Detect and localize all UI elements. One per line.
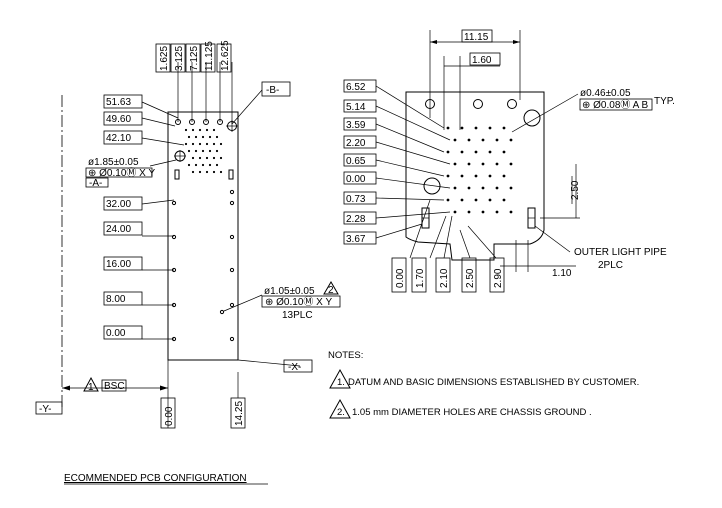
right-hole <box>425 99 435 109</box>
right-left-dim: 2.20 <box>346 138 366 149</box>
right-bottom-dim: 1.70 <box>415 268 426 288</box>
top-dim-label: 1.625 <box>159 46 170 71</box>
bottom-dim-label: 14.25 <box>234 401 245 426</box>
mount-hole <box>189 119 195 125</box>
mount-hole <box>217 119 223 125</box>
right-left-dim: 0.65 <box>346 156 366 167</box>
notes: NOTES: 1. DATUM AND BASIC DIMENSIONS EST… <box>328 350 639 419</box>
left-dim-label: 24.00 <box>106 224 131 235</box>
chassis-holes <box>171 189 235 342</box>
left-dim-label: 42.10 <box>106 133 131 144</box>
basic-label: BSC <box>104 381 125 392</box>
left-dim-label: 51.63 <box>106 97 131 108</box>
right-top-dim: 1.60 <box>472 55 492 66</box>
datum-y-label: -Y- <box>39 404 51 415</box>
top-dim-label: 7.125 <box>189 46 200 71</box>
bottom-dim-label: 0.00 <box>164 406 175 426</box>
basic-note-num: 1 <box>88 382 94 393</box>
right-left-dim: 6.52 <box>346 82 366 93</box>
right-hole <box>473 99 483 109</box>
right-big-hole <box>523 109 541 127</box>
mount-hole <box>203 119 209 125</box>
top-dim-label: 3.125 <box>174 46 185 71</box>
right-hole-dim: ø0.46±0.05 <box>580 88 631 99</box>
hole-a-fcf: ⊕ Ø0.10Ⓜ X Y <box>88 167 155 179</box>
right-pin-grid <box>446 126 513 214</box>
datum-x-label: -X- <box>288 362 301 373</box>
top-dim-label: 12.625 <box>220 40 231 71</box>
drawing-caption: ECOMMENDED PCB CONFIGURATION <box>64 473 247 484</box>
left-dim-label: 0.00 <box>106 328 126 339</box>
right-hole <box>507 99 517 109</box>
hole-b-dim: ø1.05±0.05 <box>264 286 315 297</box>
right-left-dim: 0.73 <box>346 194 366 205</box>
left-pin-grid <box>184 128 223 174</box>
left-dim-label: 32.00 <box>106 199 131 210</box>
light-pipe-pad <box>228 169 234 180</box>
notes-header: NOTES: <box>328 350 363 361</box>
right-board-outline <box>405 91 545 261</box>
right-left-dims: 6.52 5.14 3.59 2.20 0.65 0.00 0.73 2.28 <box>343 79 451 245</box>
note-num: 1. <box>337 377 345 388</box>
right-bottom-dim: 2.90 <box>493 268 504 288</box>
left-dim-labels: 51.63 49.60 42.10 32.00 24.00 16.00 8.00… <box>103 94 185 340</box>
mount-hole <box>175 119 181 125</box>
left-dim-label: 8.00 <box>106 294 126 305</box>
left-dim-label: 49.60 <box>106 114 131 125</box>
right-bottom-right-dim: 1.10 <box>552 268 572 279</box>
light-pipe-label: OUTER LIGHT PIPE <box>574 247 667 258</box>
left-board-outline <box>167 111 239 361</box>
hole-b-note: 2 <box>328 285 334 296</box>
hole-a-dim: ø1.85±0.05 <box>88 157 139 168</box>
right-left-dim: 2.28 <box>346 214 366 225</box>
left-dim-label: 16.00 <box>106 259 131 270</box>
right-mid-hole <box>423 177 441 195</box>
right-left-dim: 3.59 <box>346 120 366 131</box>
right-left-dim: 3.67 <box>346 234 366 245</box>
right-top-dim: 11.15 <box>464 32 489 43</box>
datum-a-label: -A- <box>89 178 102 189</box>
hole-b-count: 13PLC <box>282 310 313 321</box>
note-text: 1.05 mm DIAMETER HOLES ARE CHASSIS GROUN… <box>352 407 592 418</box>
right-hole-typ: TYP. <box>654 96 675 107</box>
right-left-dim: 0.00 <box>346 174 366 185</box>
right-side-dim: 2.50 <box>570 180 581 200</box>
note-text: DATUM AND BASIC DIMENSIONS ESTABLISHED B… <box>348 377 639 388</box>
right-view: 11.15 1.60 6.52 <box>343 29 675 293</box>
right-bottom-dim: 2.10 <box>439 268 450 288</box>
light-pipe-count: 2PLC <box>598 260 623 271</box>
note-num: 2. <box>337 407 345 418</box>
top-dim-label: 11.125 <box>204 41 215 71</box>
right-bottom-dim: 2.50 <box>465 268 476 288</box>
datum-b-label: -B- <box>266 85 279 96</box>
right-bottom-dim: 0.00 <box>395 268 406 288</box>
right-hole-fcf: ⊕ Ø0.08Ⓜ A B <box>582 99 649 111</box>
right-left-dim: 5.14 <box>346 102 366 113</box>
light-pipe-pad <box>174 169 180 180</box>
left-view: 1.625 3.125 7.125 11.125 12.625 -B- 51.6… <box>35 40 341 429</box>
hole-b-fcf: ⊕ Ø0.10Ⓜ X Y <box>265 296 332 308</box>
